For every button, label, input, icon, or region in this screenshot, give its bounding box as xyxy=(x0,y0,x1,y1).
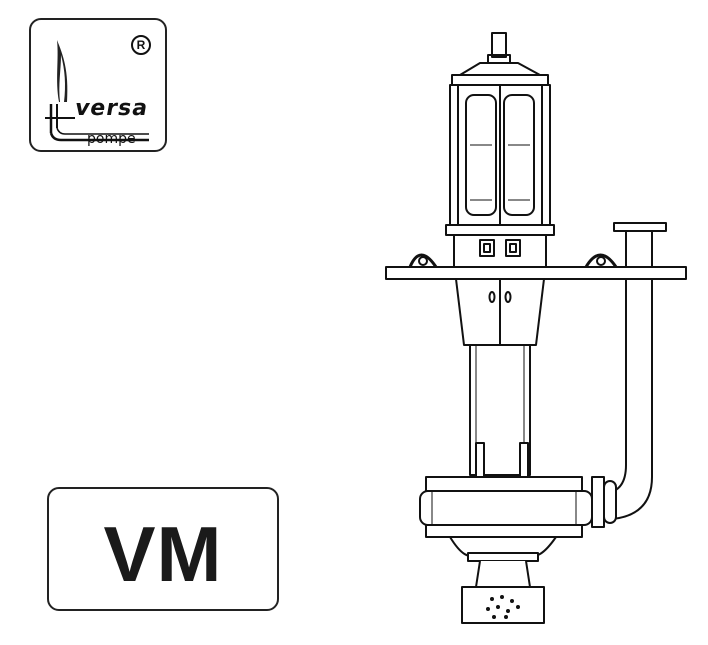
logo-brand-text: versa xyxy=(72,96,151,121)
logo-sub-text: pompe xyxy=(87,131,136,147)
vertical-pump-icon xyxy=(385,32,687,624)
logo-flame-icon xyxy=(45,40,149,142)
model-label: VM xyxy=(103,510,223,598)
registered-mark: R xyxy=(131,35,151,55)
brand-logo: R versa pompe xyxy=(29,18,167,152)
model-badge: VM xyxy=(47,487,279,611)
